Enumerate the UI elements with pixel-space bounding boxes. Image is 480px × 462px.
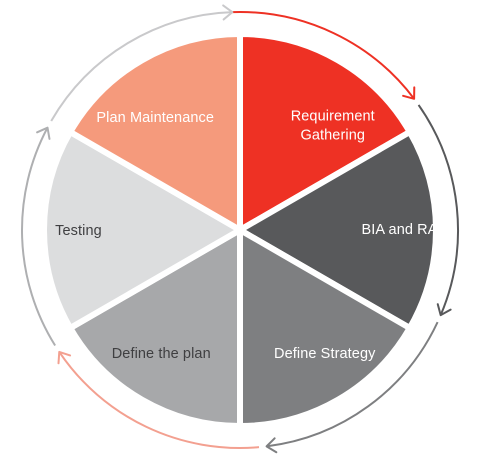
segment-label-line: Define the plan xyxy=(112,346,211,362)
cycle-arc-2 xyxy=(266,321,439,448)
cycle-arrow-icon xyxy=(57,350,72,365)
cycle-arrow-icon xyxy=(436,303,452,317)
segment-label-4: Testing xyxy=(55,223,102,239)
segment-label-line: BIA and RA xyxy=(362,222,438,238)
segment-wedge-3 xyxy=(67,227,243,429)
cycle-arrow-icon xyxy=(222,4,234,21)
cycle-arc-1 xyxy=(417,104,459,316)
cycle-arc-0 xyxy=(232,11,415,100)
segment-label-line: Testing xyxy=(55,223,102,239)
cycle-ring xyxy=(21,4,459,454)
segment-wedge-4 xyxy=(41,129,243,331)
segment-wedge-5 xyxy=(67,31,243,233)
segment-wedge-0 xyxy=(237,31,413,233)
cycle-arrow-icon xyxy=(36,126,51,140)
cycle-arc-5 xyxy=(50,11,233,122)
cycle-arc-3 xyxy=(58,351,260,449)
segment-label-2: Define Strategy xyxy=(274,346,376,362)
segment-wheel xyxy=(41,31,439,429)
segment-wedge-1 xyxy=(237,129,439,331)
segment-label-3: Define the plan xyxy=(112,346,211,362)
segment-label-line: Gathering xyxy=(300,127,365,143)
cycle-arc-4 xyxy=(21,127,56,347)
segment-label-line: Plan Maintenance xyxy=(96,110,214,126)
segment-label-line: Define Strategy xyxy=(274,346,376,362)
cycle-arrow-icon xyxy=(265,437,278,454)
segment-label-line: Requirement xyxy=(291,108,375,124)
segment-label-1: BIA and RA xyxy=(362,222,438,238)
segment-label-5: Plan Maintenance xyxy=(96,110,214,126)
cycle-arrow-icon xyxy=(402,86,416,100)
segment-wedge-2 xyxy=(237,227,413,429)
